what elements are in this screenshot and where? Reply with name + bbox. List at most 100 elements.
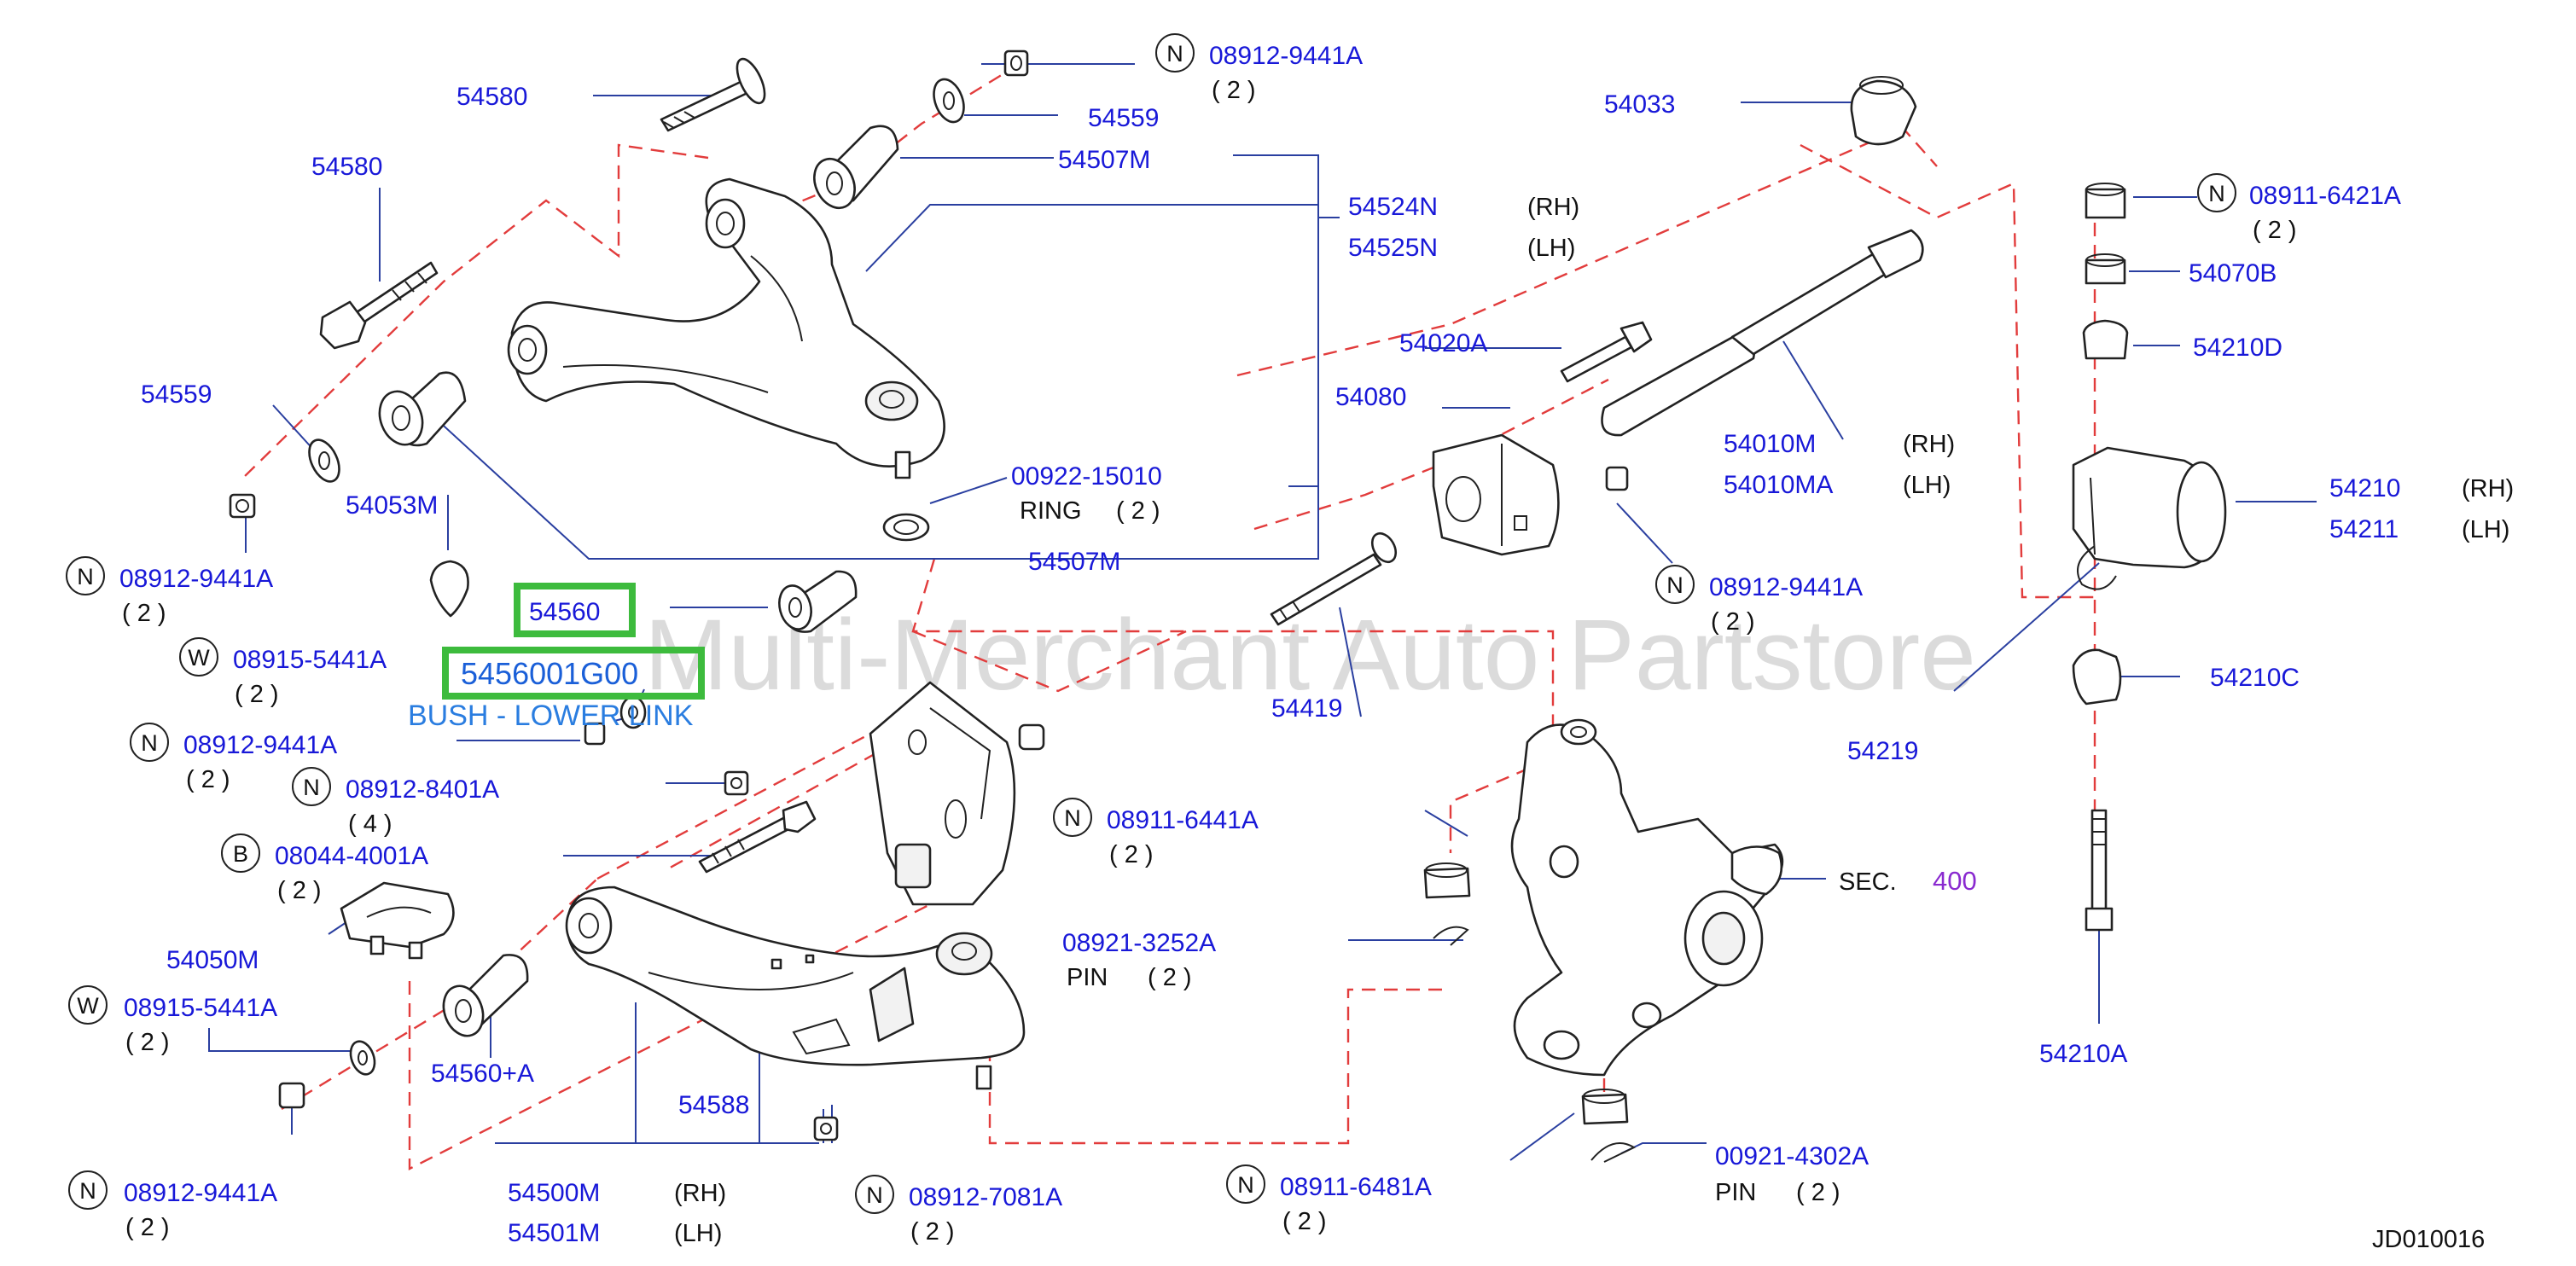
highlight-description: BUSH - LOWER LINK bbox=[408, 700, 694, 732]
label-54507m-top[interactable]: 54507M bbox=[1058, 146, 1150, 174]
label-54211[interactable]: 54211 bbox=[2329, 515, 2399, 543]
diagram-code: JD010016 bbox=[2372, 1226, 2485, 1253]
highlighted-part[interactable]: 54560 5456001G00 BUSH - LOWER LINK bbox=[408, 583, 705, 732]
watermark-text: Multi-Merchant Auto Partstore bbox=[644, 599, 1976, 711]
callout-h5-prefix: N bbox=[303, 775, 320, 800]
label-54050m[interactable]: 54050M bbox=[166, 946, 259, 974]
callout-h9-qty: ( 2 ) bbox=[910, 1218, 955, 1246]
label-54033[interactable]: 54033 bbox=[1604, 90, 1675, 119]
bush-54560a-icon bbox=[442, 954, 529, 1037]
label-54507m-bottom[interactable]: 54507M bbox=[1028, 548, 1120, 576]
label-54501m[interactable]: 54501M bbox=[508, 1219, 600, 1247]
washer-54559-left-icon bbox=[308, 438, 340, 483]
label-54588[interactable]: 54588 bbox=[678, 1091, 749, 1119]
label-54053m[interactable]: 54053M bbox=[346, 491, 438, 520]
label-08921-3252a[interactable]: 08921-3252A bbox=[1062, 929, 1216, 957]
label-54219[interactable]: 54219 bbox=[1847, 737, 1918, 765]
callout-h8[interactable]: N 08912-9441A ( 2 ) bbox=[68, 1170, 277, 1241]
callout-h7[interactable]: W 08915-5441A ( 2 ) bbox=[68, 985, 277, 1056]
bracket-54080-icon bbox=[1432, 433, 1560, 556]
label-54580-top[interactable]: 54580 bbox=[456, 83, 527, 111]
callout-h1-part: 08912-9441A bbox=[1209, 42, 1363, 70]
callout-h11[interactable]: N 08911-6441A ( 2 ) bbox=[1053, 798, 1259, 868]
label-54560[interactable]: 54560 bbox=[529, 598, 600, 626]
steering-knuckle-icon bbox=[1510, 718, 1784, 1077]
nut-7081a-icon bbox=[813, 1116, 839, 1141]
callout-h5[interactable]: N 08912-8401A ( 4 ) bbox=[292, 767, 499, 838]
label-54419[interactable]: 54419 bbox=[1271, 694, 1342, 723]
label-54210d[interactable]: 54210D bbox=[2193, 334, 2282, 362]
callout-h10[interactable]: N 08911-6481A ( 2 ) bbox=[1226, 1164, 1432, 1235]
bolt-54020a-icon bbox=[1560, 321, 1653, 383]
label-54500m[interactable]: 54500M bbox=[508, 1179, 600, 1207]
hardware-callouts: N 08912-9441A ( 2 ) N 08912-9441A ( 2 ) … bbox=[66, 33, 2401, 1246]
bolt-54419-icon bbox=[1270, 531, 1398, 626]
washer-54559-top-icon bbox=[933, 78, 965, 124]
bracket-54050m-icon bbox=[340, 881, 455, 960]
label-54524n[interactable]: 54524N bbox=[1348, 193, 1438, 221]
callout-h8-prefix: N bbox=[79, 1178, 96, 1204]
callout-h7-qty: ( 2 ) bbox=[125, 1029, 170, 1056]
callout-h4-qty: ( 2 ) bbox=[186, 766, 230, 793]
label-54080[interactable]: 54080 bbox=[1335, 383, 1406, 411]
frame-bracket-icon bbox=[869, 681, 1045, 906]
clip-54219-icon bbox=[2077, 545, 2117, 590]
callout-h10-qty: ( 2 ) bbox=[1282, 1208, 1327, 1235]
callout-h10-part: 08911-6481A bbox=[1280, 1173, 1432, 1201]
label-54525n[interactable]: 54525N bbox=[1348, 234, 1438, 262]
callout-h3[interactable]: W 08915-5441A ( 2 ) bbox=[179, 637, 387, 708]
label-00922-15010[interactable]: 00922-15010 bbox=[1011, 462, 1162, 491]
callout-h6[interactable]: B 08044-4001A ( 2 ) bbox=[221, 833, 428, 904]
callout-h2-qty: ( 2 ) bbox=[122, 600, 166, 627]
nut-6441a-icon bbox=[1423, 862, 1471, 899]
label-sec: SEC. bbox=[1839, 868, 1897, 896]
label-54559-left[interactable]: 54559 bbox=[141, 380, 212, 409]
callout-h6-qty: ( 2 ) bbox=[277, 877, 322, 904]
label-54010m[interactable]: 54010M bbox=[1724, 430, 1816, 458]
label-54560-plus-a[interactable]: 54560+A bbox=[431, 1060, 534, 1088]
callout-h1[interactable]: N 08912-9441A ( 2 ) bbox=[1155, 33, 1363, 104]
callout-h12-part: 08912-9441A bbox=[1709, 573, 1863, 601]
bolt-54210a-icon bbox=[2085, 809, 2114, 932]
label-lh-54525n: (LH) bbox=[1527, 235, 1575, 262]
highlight-part-number[interactable]: 5456001G00 bbox=[461, 656, 638, 691]
label-rh-54210: (RH) bbox=[2462, 475, 2514, 502]
label-sec-400-link[interactable]: 400 bbox=[1933, 866, 1977, 896]
label-54210a[interactable]: 54210A bbox=[2039, 1040, 2127, 1068]
callout-h12[interactable]: N 08912-9441A ( 2 ) bbox=[1655, 565, 1863, 636]
washer-54070b-icon bbox=[2085, 253, 2126, 285]
callout-h11-part: 08911-6441A bbox=[1107, 806, 1259, 834]
nut-lower-left-icon bbox=[278, 1082, 305, 1109]
part-labels: 54580 54580 54559 54559 54507M 54507M 54… bbox=[141, 83, 2514, 1253]
label-54210[interactable]: 54210 bbox=[2329, 474, 2400, 502]
torsion-bar-icon bbox=[1601, 229, 1924, 437]
callout-h2-part: 08912-9441A bbox=[119, 565, 273, 593]
label-54020a[interactable]: 54020A bbox=[1399, 329, 1487, 357]
label-rh-54524n: (RH) bbox=[1527, 194, 1579, 221]
label-54010ma[interactable]: 54010MA bbox=[1724, 471, 1833, 499]
part-drawings bbox=[229, 49, 2227, 1163]
callout-h8-part: 08912-9441A bbox=[124, 1179, 277, 1207]
callout-h12-qty: ( 2 ) bbox=[1711, 608, 1755, 636]
bushing-54507m-top-icon bbox=[813, 125, 899, 210]
label-54559-top[interactable]: 54559 bbox=[1088, 104, 1159, 132]
bolt-08044-icon bbox=[698, 800, 817, 874]
label-00921-4302a[interactable]: 00921-4302A bbox=[1715, 1142, 1869, 1170]
callout-h4[interactable]: N 08912-9441A ( 2 ) bbox=[130, 723, 337, 793]
label-54070b[interactable]: 54070B bbox=[2189, 259, 2277, 287]
label-54580-left[interactable]: 54580 bbox=[311, 153, 382, 181]
label-rh-54500m: (RH) bbox=[674, 1180, 726, 1207]
nut-mid-left-icon bbox=[584, 722, 606, 746]
callout-h9[interactable]: N 08912-7081A ( 2 ) bbox=[855, 1175, 1062, 1246]
callout-h10-prefix: N bbox=[1237, 1172, 1254, 1198]
callout-h7-prefix: W bbox=[77, 993, 99, 1019]
callout-h13[interactable]: N 08911-6421A ( 2 ) bbox=[2197, 173, 2401, 244]
label-54210c[interactable]: 54210C bbox=[2210, 664, 2300, 692]
callout-h6-prefix: B bbox=[233, 841, 248, 867]
callout-h3-prefix: W bbox=[188, 645, 210, 671]
callout-h12-prefix: N bbox=[1666, 572, 1683, 598]
callout-h2[interactable]: N 08912-9441A ( 2 ) bbox=[66, 556, 273, 627]
ring-icon bbox=[882, 513, 930, 542]
washer-lower-icon bbox=[349, 1040, 376, 1076]
